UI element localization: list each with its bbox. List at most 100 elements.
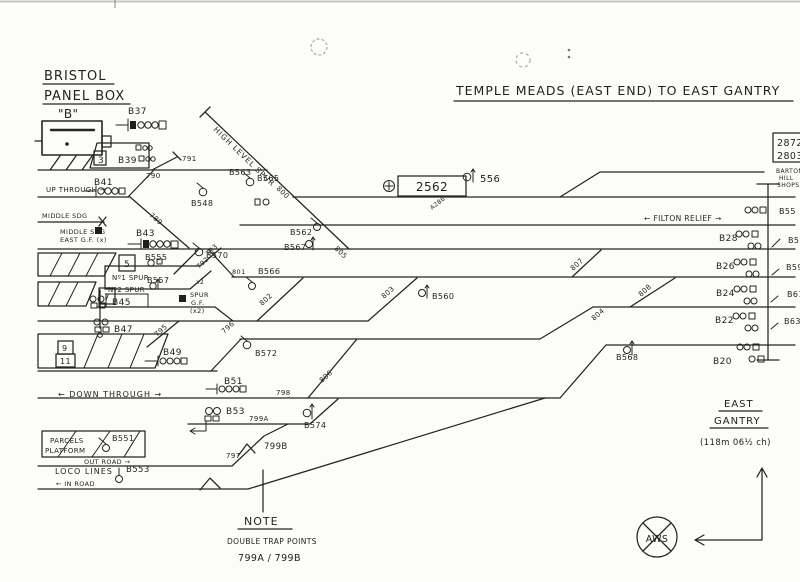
signal-label-b53: B53 bbox=[226, 407, 245, 417]
shunt-signal-icon-b570 bbox=[192, 242, 204, 257]
point-label-806: 806 bbox=[318, 369, 334, 385]
signal-label-b567: B567 bbox=[284, 243, 306, 252]
signal-label-b551: B551 bbox=[112, 434, 134, 443]
signal-label-b568: B568 bbox=[616, 353, 638, 362]
point-label-802: 802 bbox=[258, 292, 274, 308]
shunt-signal-icon-b574 bbox=[302, 403, 315, 420]
page-title: TEMPLE MEADS (EAST END) TO EAST GANTRY bbox=[455, 83, 780, 98]
signal-label-b28: B28 bbox=[719, 234, 738, 244]
signal-label-b37: B37 bbox=[128, 107, 147, 117]
signal-label-b562: B562 bbox=[290, 228, 312, 237]
point-label-804: 804 bbox=[590, 307, 606, 323]
signal-label-b563: B563 bbox=[229, 168, 251, 177]
point-label-799a: 799A bbox=[249, 415, 269, 423]
signal-label-b49: B49 bbox=[163, 348, 182, 358]
parcels-label-1: PARCELS bbox=[50, 437, 84, 445]
track-label-no1-spur: Nº1 SPUR bbox=[112, 274, 149, 282]
signal-label-b47: B47 bbox=[114, 325, 133, 335]
track-label-filton-relief: ← FILTON RELIEF → bbox=[644, 214, 722, 223]
signal-box-building bbox=[34, 120, 112, 171]
point-label-808: 808 bbox=[637, 283, 653, 299]
platform-3: 3 B39 bbox=[89, 142, 156, 169]
track-label-barton-1: BARTON bbox=[776, 168, 800, 175]
signal-label-b61: B61 bbox=[787, 290, 800, 299]
track-label-spur-gf-3: (x2) bbox=[190, 307, 205, 315]
ground-frame-middle-sdg bbox=[95, 227, 102, 234]
signal-icon-b45 bbox=[89, 295, 106, 309]
signal-label-b555: B555 bbox=[145, 253, 167, 262]
shunt-signal-icon-b567 bbox=[305, 236, 316, 251]
point-label-796: 796 bbox=[220, 320, 236, 336]
signal-label-b26: B26 bbox=[716, 262, 735, 272]
east-gantry-label: EAST GANTRY (118m 06½ ch) bbox=[700, 399, 771, 448]
signal-icon-b47 bbox=[93, 318, 110, 338]
east-gantry-line2: GANTRY bbox=[714, 416, 761, 427]
signal-label-b63: B63 bbox=[784, 317, 800, 326]
shunt-signal-icon-b572 bbox=[240, 335, 252, 350]
platform-number: 7 bbox=[104, 293, 110, 303]
signal-icon-b53 bbox=[189, 407, 221, 435]
label-x2: x2 bbox=[196, 279, 204, 286]
title-block: BRISTOL PANEL BOX "B" TEMPLE MEADS (EAST… bbox=[42, 69, 794, 121]
punch-hole bbox=[310, 38, 328, 56]
track-label-middle-sdg: MIDDLE SDG bbox=[42, 212, 88, 220]
signal-label-b59: B59 bbox=[786, 263, 800, 272]
signal-label-b39: B39 bbox=[118, 156, 137, 166]
east-gantry-mileage: (118m 06½ ch) bbox=[700, 438, 771, 448]
phone-number: 2872 bbox=[777, 138, 800, 149]
ground-frame-spur bbox=[179, 295, 186, 302]
telephone-2562: 2562 bbox=[383, 175, 467, 197]
signal-label-b548: B548 bbox=[191, 199, 213, 208]
note-block: NOTE DOUBLE TRAP POINTS 799A / 799B bbox=[227, 515, 317, 564]
gantry-structure bbox=[756, 183, 780, 361]
track-label-no2-spur: Nº2 SPUR bbox=[108, 286, 145, 294]
signal-icon-b41 bbox=[83, 185, 126, 197]
phone-number-box: 2872 2803 bbox=[772, 132, 800, 163]
signal-label-b572: B572 bbox=[255, 349, 277, 358]
point-label-800: 800 bbox=[275, 185, 291, 201]
shunt-signal-icon-b568 bbox=[623, 340, 635, 356]
note-title: NOTE bbox=[244, 515, 279, 528]
track-lines bbox=[37, 106, 796, 513]
signal-label-b41: B41 bbox=[94, 178, 113, 188]
platform-number: 5 bbox=[124, 260, 130, 270]
telephone-number: 2562 bbox=[416, 180, 448, 194]
platform-7: 7 bbox=[37, 281, 116, 307]
aws-text: AWS bbox=[646, 534, 669, 545]
signal-label-b57: B57 bbox=[788, 236, 800, 245]
shunt-signal-icon-b555 bbox=[147, 258, 163, 267]
track-label-loco-lines: LOCO LINES bbox=[55, 467, 113, 476]
phone-number: 2803 bbox=[777, 151, 800, 162]
signal-label-b43: B43 bbox=[136, 229, 155, 239]
note-line2: 799A / 799B bbox=[238, 553, 301, 564]
track-label-middle-gf-1: MIDDLE SDG bbox=[60, 228, 106, 236]
point-label-798: 798 bbox=[276, 389, 291, 397]
track-label-up-through: UP THROUGH → bbox=[46, 186, 106, 194]
signal-label-556: 556 bbox=[480, 174, 500, 185]
aws-symbol: AWS bbox=[636, 516, 678, 558]
track-label-spur-gf-1: SPUR bbox=[190, 291, 209, 299]
track-label-high-level-spur: HIGH LEVEL SPUR bbox=[212, 125, 277, 188]
box-title-line3: "B" bbox=[58, 107, 78, 121]
shunt-signal-icon-b553 bbox=[115, 467, 123, 483]
east-gantry-line1: EAST bbox=[724, 399, 754, 410]
direction-arrow bbox=[694, 467, 768, 546]
point-label-797: 797 bbox=[226, 452, 241, 460]
point-label-807: 807 bbox=[569, 257, 585, 273]
signal-label-b557: B557 bbox=[147, 276, 169, 285]
track-label-in-road: ← IN ROAD bbox=[56, 480, 95, 488]
track-label-out-road: OUT ROAD → bbox=[84, 458, 131, 466]
track-label-down-through: ← DOWN THROUGH → bbox=[58, 390, 162, 399]
signal-icon-b51 bbox=[205, 383, 247, 395]
point-label-a286: A286 bbox=[429, 195, 447, 211]
track-label-barton-2: HILL bbox=[779, 175, 794, 182]
signal-label-b55: B55 bbox=[779, 207, 796, 216]
note-line1: DOUBLE TRAP POINTS bbox=[227, 537, 317, 546]
box-title-line2: PANEL BOX bbox=[44, 89, 125, 104]
shunt-signal-icon-b565 bbox=[254, 198, 270, 206]
signal-label-b560: B560 bbox=[432, 292, 454, 301]
signal-label-b20: B20 bbox=[713, 357, 732, 367]
track-label-spur-gf-2: G.F. bbox=[191, 299, 204, 307]
signal-label-b570: B570 bbox=[206, 251, 228, 260]
